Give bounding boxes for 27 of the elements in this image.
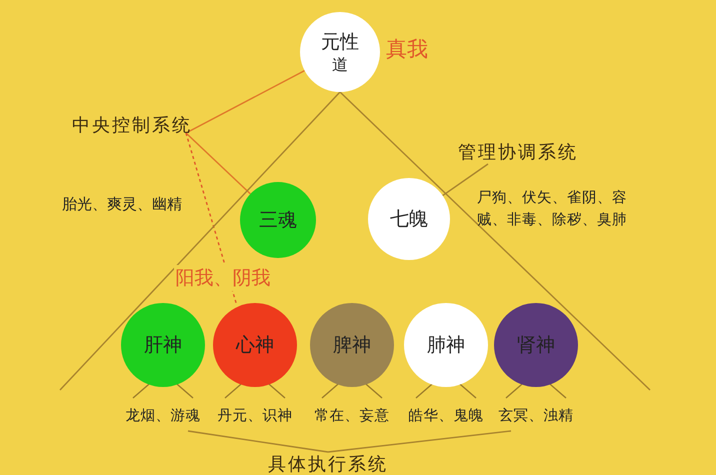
side-note: 胎光、爽灵、幽精 [62, 194, 182, 215]
connector-line [442, 163, 488, 196]
connector-line [328, 430, 512, 453]
connector-line [59, 92, 341, 390]
circle-text: 脾神 [333, 333, 371, 358]
system-label: 中央控制系统 [72, 113, 192, 137]
circle-text: 肾神 [517, 333, 555, 358]
side-note: 龙烟、游魂 [124, 407, 202, 425]
circle-text: 三魂 [259, 208, 297, 233]
circle-subtext: 道 [332, 54, 348, 76]
circle-text: 肺神 [427, 333, 465, 358]
side-note: 玄冥、浊精 [498, 406, 574, 425]
connector-line [188, 430, 328, 453]
circle-text: 元性 [321, 30, 359, 54]
edge-label: 阳我、阴我 [174, 264, 273, 290]
side-note: 尸狗、伏矢、雀阴、容贼、非毒、除秽、臭肺 [476, 188, 628, 230]
side-note: 皓华、鬼魄 [408, 407, 484, 425]
system-label: 具体执行系统 [268, 452, 388, 475]
side-note: 常在、妄意 [314, 406, 390, 425]
side-note: 丹元、识神 [216, 407, 294, 425]
connector-line [186, 132, 251, 194]
connector-line [340, 92, 650, 390]
circle-text: 肝神 [144, 333, 182, 358]
side-note: 真我 [386, 36, 428, 63]
system-label: 管理协调系统 [458, 140, 578, 164]
circle-text: 心神 [236, 333, 274, 358]
circle-text: 七魄 [390, 207, 428, 232]
